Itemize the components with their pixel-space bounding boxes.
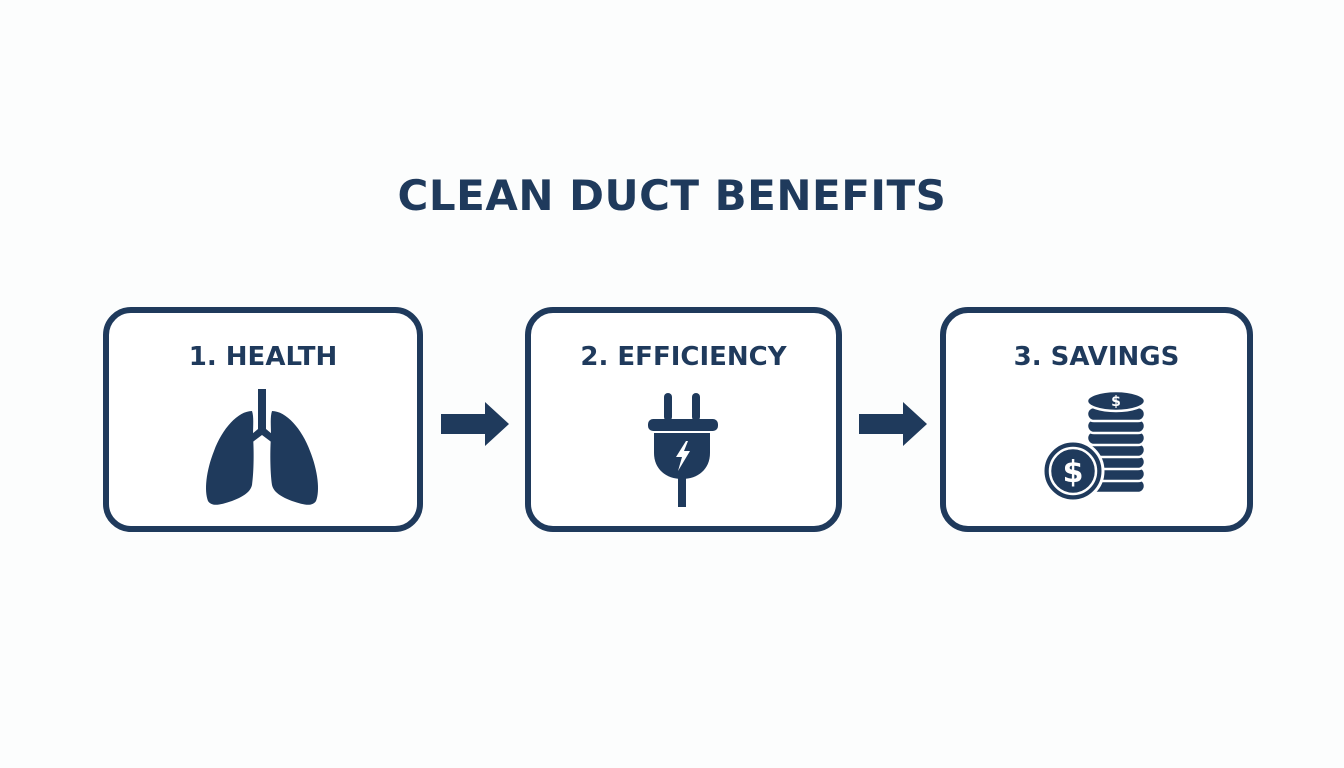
diagram-title: CLEAN DUCT BENEFITS (397, 171, 947, 220)
arrow-right-icon (441, 402, 509, 446)
lungs-icon (206, 389, 318, 505)
step-label: 1. HEALTH (188, 342, 338, 372)
step-label: 2. EFFICIENCY (580, 342, 787, 372)
coin-stack-icon: $ $ (1041, 389, 1146, 503)
electric-plug-icon (647, 393, 718, 507)
arrow-right-icon (859, 402, 927, 446)
step-box-savings: 3. SAVINGS $ $ (940, 307, 1253, 532)
svg-text:$: $ (1062, 455, 1083, 490)
step-box-efficiency: 2. EFFICIENCY (525, 307, 842, 532)
svg-text:$: $ (1111, 394, 1121, 410)
step-label: 3. SAVINGS (1013, 342, 1180, 372)
step-box-health: 1. HEALTH (103, 307, 423, 532)
